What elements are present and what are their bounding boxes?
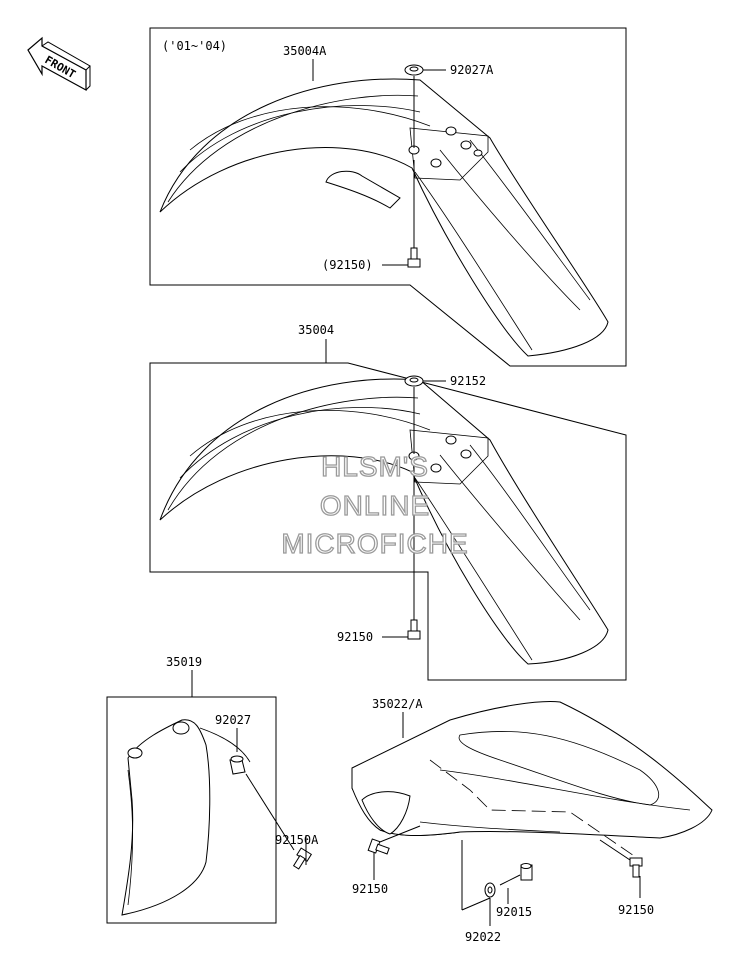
- guard-part-number: 35019: [166, 655, 202, 669]
- middle-fender-group: 35004 92152: [149, 323, 627, 681]
- washer-92022-icon: [484, 882, 496, 898]
- nut-92015-icon: [520, 863, 533, 881]
- front-fender-35004: [159, 378, 609, 665]
- rear-fender-35022: [351, 701, 713, 839]
- bolt-92150A-icon: [292, 847, 313, 870]
- guard-washer-part-number: 92027: [215, 713, 251, 727]
- washer-92027A-icon: [404, 64, 424, 76]
- watermark-line-1: HLSM'S: [321, 451, 429, 482]
- top-group-frame: [149, 27, 627, 367]
- front-direction-badge: FRONT: [27, 36, 91, 92]
- top-fender-group: ('01~'04) 35004A 92027A: [149, 27, 627, 367]
- top-washer-part-number: 92027A: [450, 63, 494, 77]
- bolt-92150-middle-icon: [407, 619, 421, 640]
- watermark-line-3: MICROFICHE: [281, 528, 468, 559]
- front-fender-35004A: [159, 78, 609, 357]
- rear-nut-part-number: 92015: [496, 905, 532, 919]
- washer-92027-icon: [229, 755, 246, 775]
- washer-92152-icon: [404, 375, 424, 387]
- rear-right-bolt-part-number: 92150: [618, 903, 654, 917]
- middle-washer-part-number: 92152: [450, 374, 486, 388]
- rear-fender-group: 35022/A 92150 92015: [351, 697, 713, 944]
- middle-group-frame: [149, 362, 627, 681]
- guard-bolt-part-number: 92150A: [275, 833, 319, 847]
- watermark-line-2: ONLINE: [320, 490, 430, 521]
- rear-left-bolt-part-number: 92150: [352, 882, 388, 896]
- top-bolt-part-number: (92150): [322, 258, 373, 272]
- middle-fender-part-number: 35004: [298, 323, 334, 337]
- fork-guard-35019: [121, 719, 251, 916]
- bolt-92150-top-icon: [407, 247, 421, 268]
- rear-washer-part-number: 92022: [465, 930, 501, 944]
- bolt-92150-rear-left-icon: [367, 838, 390, 855]
- guard-group: 35019 92027 92150A: [106, 655, 319, 924]
- top-fender-part-number: 35004A: [283, 44, 327, 58]
- top-year-note: ('01~'04): [162, 39, 227, 53]
- middle-bolt-part-number: 92150: [337, 630, 373, 644]
- bolt-92150-rear-right-icon: [629, 857, 643, 878]
- rear-fender-part-number: 35022/A: [372, 697, 423, 711]
- watermark: HLSM'S ONLINE MICROFICHE: [281, 450, 469, 559]
